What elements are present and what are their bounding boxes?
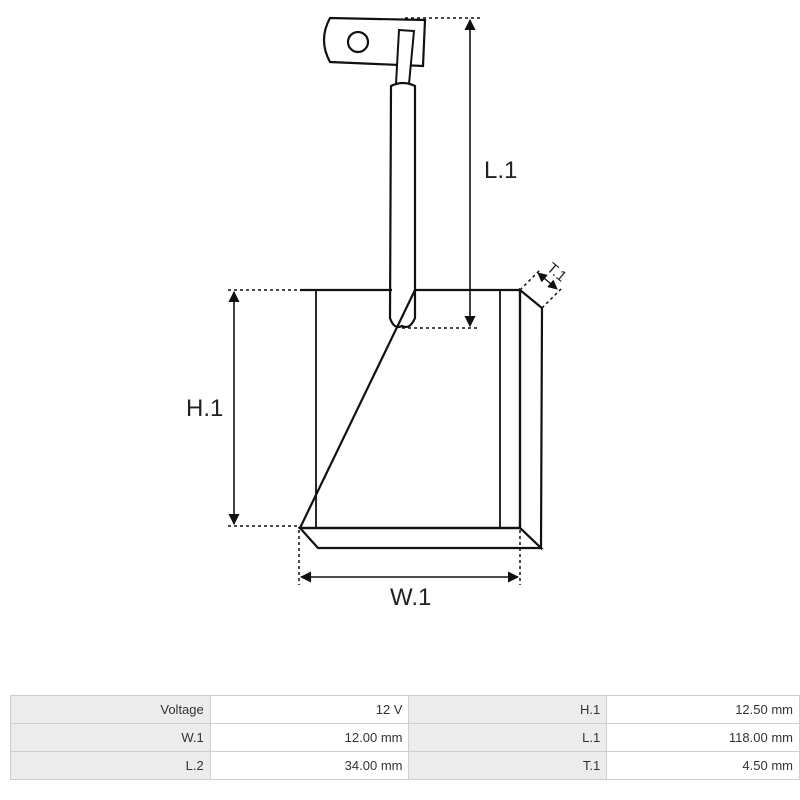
table-row: W.1 12.00 mm L.1 118.00 mm [10, 723, 800, 752]
lug-hole [346, 30, 370, 54]
brush-body [297, 287, 544, 551]
dimension-w1: W.1 [298, 530, 521, 611]
spec-value: 12.00 mm [209, 723, 410, 752]
shunt-wire [388, 28, 417, 329]
spec-label: L.1 [408, 723, 608, 752]
table-row: L.2 34.00 mm T.1 4.50 mm [10, 751, 800, 780]
spec-value: 118.00 mm [606, 723, 800, 752]
spec-value: 12.50 mm [606, 695, 800, 724]
table-row: Voltage 12 V H.1 12.50 mm [10, 695, 800, 724]
dimension-l1: L.1 [402, 17, 517, 329]
l1-label: L.1 [484, 157, 517, 184]
spec-label: Voltage [10, 695, 211, 724]
spec-label: W.1 [10, 723, 211, 752]
spec-label: L.2 [10, 751, 211, 780]
spec-value: 4.50 mm [606, 751, 800, 780]
carbon-brush-drawing: L.1 H.1 W.1 T.1 [186, 16, 570, 611]
spec-value: 12 V [209, 695, 410, 724]
spec-value: 34.00 mm [209, 751, 410, 780]
w1-label: W.1 [390, 584, 431, 611]
dimension-h1: H.1 [186, 289, 300, 527]
spec-label: T.1 [408, 751, 608, 780]
specifications-table: Voltage 12 V H.1 12.50 mm W.1 12.00 mm L… [10, 695, 800, 780]
spec-label: H.1 [408, 695, 608, 724]
h1-label: H.1 [186, 395, 223, 422]
